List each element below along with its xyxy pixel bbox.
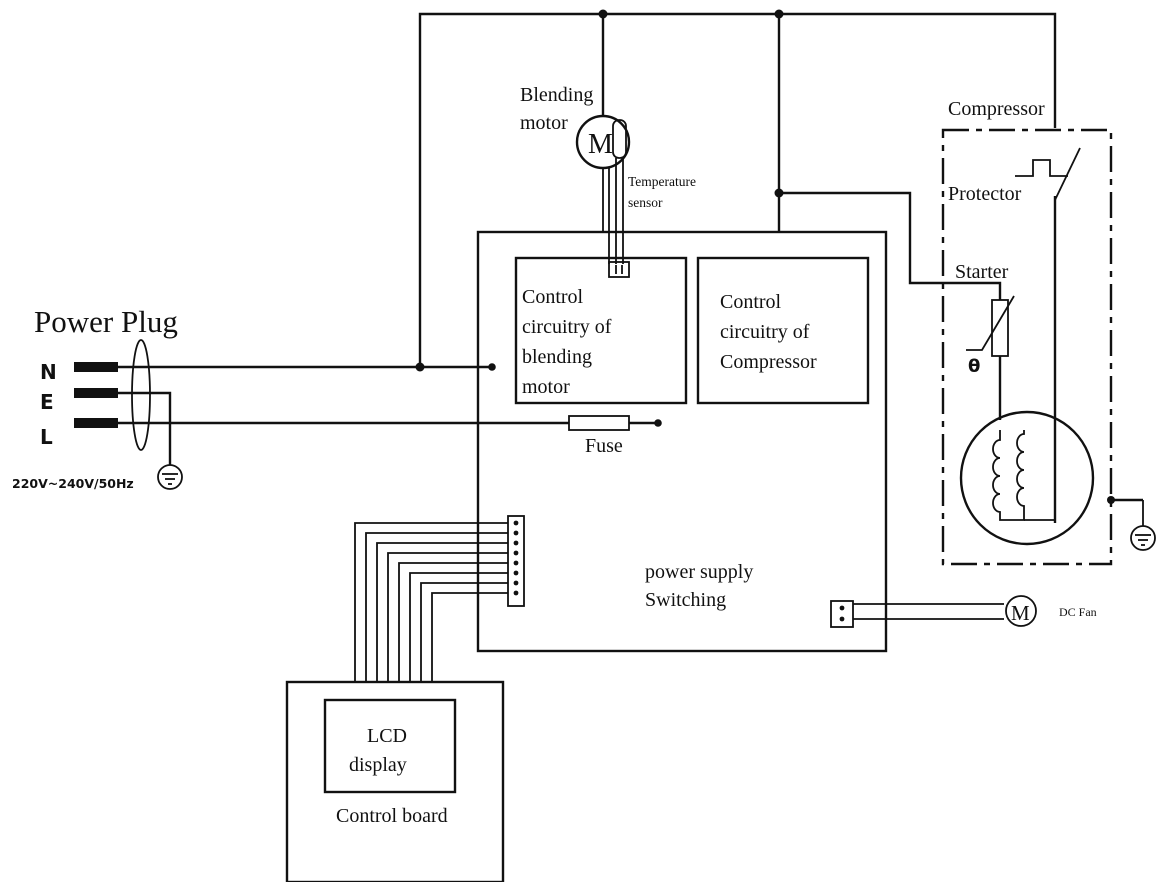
pin-n xyxy=(74,362,118,372)
display-connector xyxy=(507,515,525,607)
power-plug: Power Plug N E L 220V~240V/50Hz xyxy=(12,304,178,491)
top-bus-wires xyxy=(418,9,1057,367)
power-supply-board xyxy=(476,230,888,653)
temperature-sensor-icon xyxy=(612,119,627,159)
power-supply-label-2: Switching xyxy=(645,589,726,611)
power-plug-title: Power Plug xyxy=(34,304,178,339)
pin-e xyxy=(74,388,118,398)
blend-control-line-3: blending xyxy=(522,346,592,368)
dc-fan: M DC Fan xyxy=(830,595,1097,628)
pin-l-label: L xyxy=(40,425,53,449)
sensor-connector xyxy=(608,261,630,278)
display-ribbon-cable xyxy=(354,515,525,682)
blend-control-line-2: circuitry of xyxy=(522,316,612,338)
fan-connector xyxy=(830,600,854,628)
cable-sheath xyxy=(131,339,151,451)
protector-icon xyxy=(1015,159,1068,177)
control-board: LCD display Control board xyxy=(285,680,505,882)
blend-control-line-4: motor xyxy=(522,376,570,398)
fan-motor-symbol: M xyxy=(1011,601,1030,625)
compressor-control-box: Control circuitry of Compressor xyxy=(696,256,870,405)
compressor-control-line-1: Control xyxy=(720,291,782,313)
fuse-icon xyxy=(568,415,630,431)
protector-label: Protector xyxy=(948,183,1022,205)
dc-fan-label: DC Fan xyxy=(1059,605,1097,619)
compressor: Compressor Protector Starter θ xyxy=(941,98,1144,566)
control-board-label: Control board xyxy=(336,805,448,827)
power-supply-label-1: power supply xyxy=(645,561,753,583)
fuse-label: Fuse xyxy=(585,435,623,457)
starter-label: Starter xyxy=(955,261,1009,283)
theta-symbol: θ xyxy=(968,356,980,377)
lcd-label-1: LCD xyxy=(367,725,407,747)
blend-control-line-1: Control xyxy=(522,286,584,308)
pin-e-label: E xyxy=(40,390,54,414)
blend-control-box: Control circuitry of blending motor xyxy=(514,256,688,405)
motor-windings xyxy=(992,430,1025,521)
motor-symbol: M xyxy=(588,129,613,160)
voltage-rating: 220V~240V/50Hz xyxy=(12,476,134,491)
fan-motor-icon xyxy=(1005,595,1037,627)
pin-n-label: N xyxy=(40,360,57,384)
compressor-motor-icon xyxy=(959,410,1095,546)
ground-icon xyxy=(157,464,183,490)
compressor-title: Compressor xyxy=(948,98,1045,120)
compressor-ground-icon xyxy=(1130,525,1156,551)
blending-motor: Blending motor M Temperature sensor xyxy=(520,84,696,264)
blending-motor-label-2: motor xyxy=(520,112,568,134)
lcd-display xyxy=(323,698,457,794)
fuse: Fuse xyxy=(568,415,630,457)
compressor-control-line-2: circuitry of xyxy=(720,321,810,343)
compressor-control-line-3: Compressor xyxy=(720,351,817,373)
temperature-sensor-label-1: Temperature xyxy=(628,174,696,189)
temperature-sensor-label-2: sensor xyxy=(628,195,663,210)
lcd-label-2: display xyxy=(349,754,407,776)
mains-wires xyxy=(118,362,662,465)
pin-l xyxy=(74,418,118,428)
blending-motor-label-1: Blending xyxy=(520,84,593,106)
compressor-housing xyxy=(941,128,1113,566)
